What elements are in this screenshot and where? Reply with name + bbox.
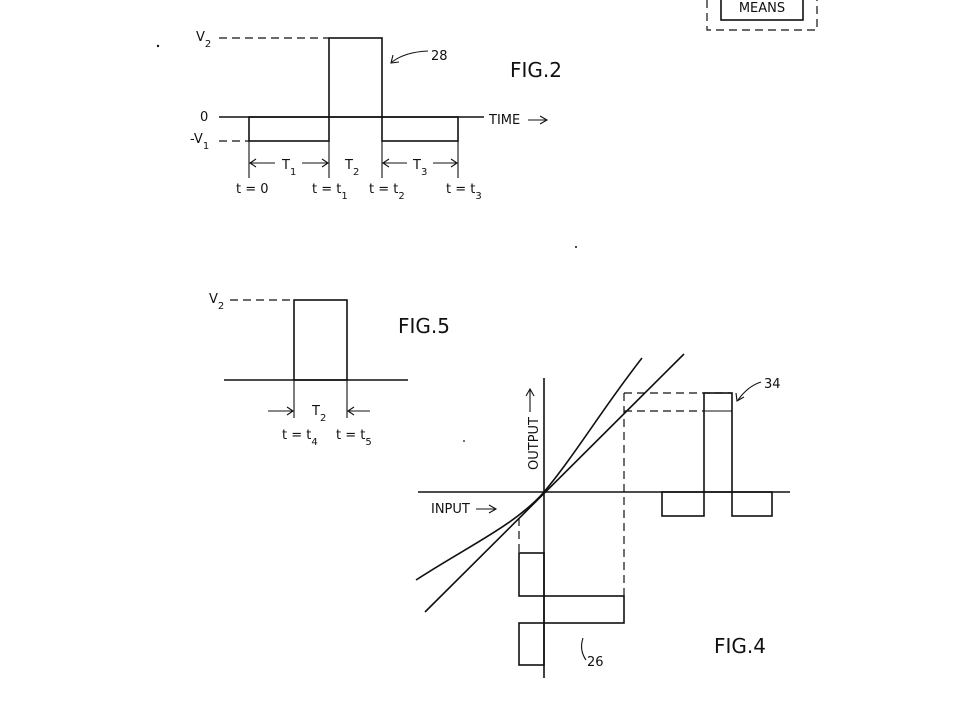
fig2-pulse-t1 [248,116,330,142]
fig2-ref-28-leader [391,50,429,63]
fig4-nonlinear-transfer-curve [415,357,643,581]
fig2-dimension-t1 [249,158,329,168]
fig5-dimension-t2 [268,406,370,416]
fig2-zero-label: 0 [200,110,208,125]
fig2-pulse-t2 [328,37,383,118]
fig5-interval-t2: T2 [311,404,326,424]
fig5: V2 FIG.5 T2 t = t4 t = t5 [209,292,450,448]
fig4-input-pulse-upper [518,552,545,597]
fig2-time-t2: t = t2 [369,182,405,202]
means-box-dashed-outline [706,0,818,31]
fig5-pulse [293,299,348,381]
fig4-output-arrow-icon [525,387,535,412]
fig2-time-t0: t = 0 [236,182,269,197]
means-box-frame [720,0,804,21]
fig2-dimension-t3 [382,158,458,168]
means-box-label: MEANS [739,1,785,16]
fig2-ref-28-arrowhead-icon [390,54,400,64]
scan-speck [575,246,577,248]
fig4-output-pulse-left [661,491,705,517]
fig4-input-label: INPUT [431,502,470,517]
fig2-time-t1: t = t1 [312,182,348,202]
fig4: OUTPUT INPUT 34 26 FIG.4 [415,353,790,678]
fig2: V2 0 -V1 TIME 28 FIG.2 T1 T2 [190,30,562,202]
fig2-time-arrow-icon [528,115,549,125]
fig4-title: FIG.4 [714,634,766,658]
fig4-input-pulse-lower [518,622,545,666]
fig2-interval-t3: T3 [412,158,427,178]
fig2-time-label: TIME [488,113,520,128]
fig5-time-t4: t = t4 [282,428,318,448]
scan-speck [463,440,465,442]
fig2-interval-t2: T2 [344,158,359,178]
fig2-pulse-t3 [381,116,459,142]
fig5-time-t5: t = t5 [336,428,372,448]
fig4-output-pulse-tall [703,392,733,493]
fig4-input-arrow-icon [476,504,498,514]
fig4-ref-34: 34 [764,377,781,392]
fig5-title: FIG.5 [398,314,450,338]
means-box: MEANS [706,0,818,31]
fig2-time-t3: t = t3 [446,182,482,202]
fig4-output-pulse-right [731,491,773,517]
fig2-v2-label: V2 [196,30,211,50]
fig5-v2-label: V2 [209,292,224,312]
fig4-output-label: OUTPUT [527,417,542,470]
fig2-ref-28: 28 [431,49,448,64]
fig4-ref-26-leader [580,637,587,661]
fig4-ref-34-arrowhead-icon [735,392,745,402]
fig4-ref-34-leader [737,381,762,401]
fig4-linear-transfer-line [424,353,685,613]
fig2-neg-v1-label: -V1 [190,132,209,152]
fig2-title: FIG.2 [510,58,562,82]
fig2-interval-t1: T1 [281,158,296,178]
fig4-ref-26: 26 [587,655,604,670]
fig4-input-pulse-wide [543,595,625,624]
scan-speck [156,44,160,48]
